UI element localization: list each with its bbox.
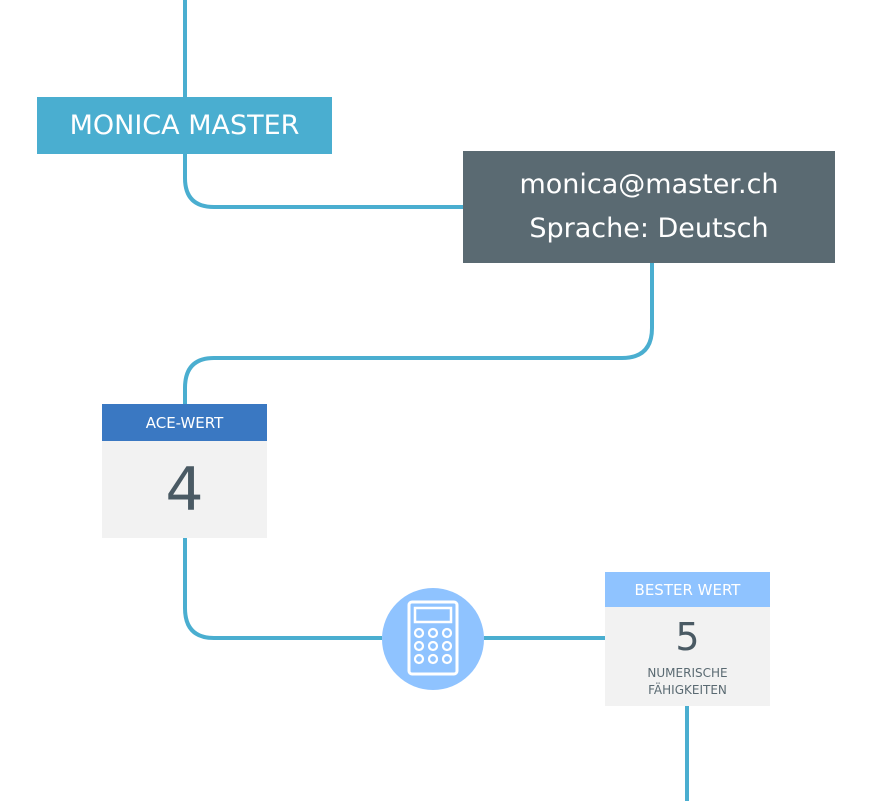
connector-name-to-contact	[183, 154, 463, 209]
connector-ace-to-calc	[183, 538, 382, 640]
profile-name: MONICA MASTER	[69, 110, 300, 141]
best-score-label: BESTER WERT	[605, 572, 770, 607]
profile-email: monica@master.ch	[519, 169, 779, 200]
best-score-value: 5	[675, 615, 700, 659]
connector-contact-to-ace	[183, 263, 654, 404]
best-category-line2: FÄHIGKEITEN	[648, 683, 727, 697]
calculator-icon	[382, 588, 484, 690]
ace-score-card: ACE-WERT 4	[102, 404, 267, 538]
profile-language: Sprache: Deutsch	[529, 213, 769, 244]
best-category-line1: NUMERISCHE	[647, 666, 728, 680]
best-score-category: NUMERISCHE FÄHIGKEITEN	[605, 663, 770, 699]
ace-score-value: 4	[165, 454, 204, 525]
contact-box: monica@master.ch Sprache: Deutsch	[463, 151, 835, 263]
ace-score-label: ACE-WERT	[102, 404, 267, 441]
best-score-card: BESTER WERT 5 NUMERISCHE FÄHIGKEITEN	[605, 572, 770, 706]
name-box: MONICA MASTER	[37, 97, 332, 154]
